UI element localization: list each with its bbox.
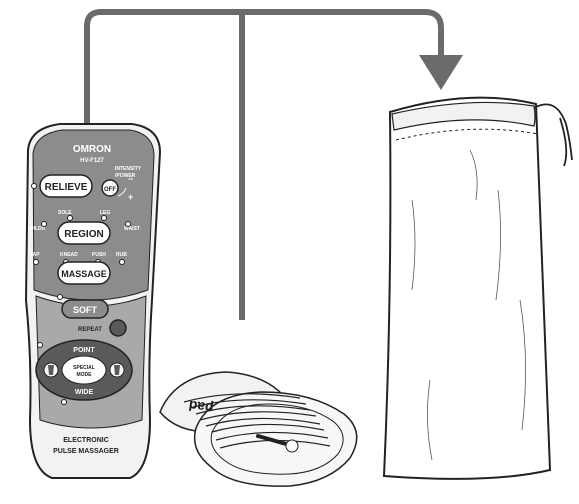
region-indicator-sole — [67, 215, 73, 221]
massager-device: OMRON HV-F127 RELIEVE INTENSITY /POWER O… — [24, 123, 162, 479]
region-indicator-shldr — [41, 221, 47, 227]
relieve-label: RELIEVE — [45, 182, 88, 193]
wide-button[interactable]: WIDE — [75, 389, 94, 396]
storage-flow-arrow — [84, 9, 463, 320]
region-indicator-leg — [101, 215, 107, 221]
arrow-line-from-device — [84, 9, 444, 128]
region-button[interactable] — [57, 221, 111, 245]
arrow-head — [419, 55, 463, 90]
repeat-label: REPEAT — [78, 327, 102, 333]
intensity-label: INTENSITY — [115, 166, 142, 172]
soft-indicator — [57, 294, 63, 300]
massage-label: MASSAGE — [61, 269, 107, 279]
massage-label-tap: TAP — [30, 252, 40, 258]
region-label: REGION — [64, 229, 103, 240]
special-label: SPECIAL — [73, 365, 95, 371]
region-label-sole: SOLE — [58, 210, 72, 216]
wide-indicator — [61, 399, 67, 405]
model-label: HV-F127 — [80, 158, 104, 164]
massage-indicator-rub — [119, 259, 125, 265]
device-footer-line1: ELECTRONIC — [63, 437, 109, 444]
device-footer-line2: PULSE MASSAGER — [53, 448, 119, 455]
pouch-body — [382, 96, 552, 480]
off-label: OFF — [104, 187, 116, 193]
region-label-leg: LEG — [100, 210, 110, 216]
pouch-drawstring-seam — [395, 128, 539, 141]
brand-logo: OMRON — [73, 144, 111, 155]
left-body-icon[interactable] — [43, 362, 59, 378]
right-body-icon[interactable] — [109, 362, 125, 378]
region-label-waist: WAIST — [124, 226, 140, 232]
pad-label: pad — [188, 398, 215, 417]
pouch-folds — [411, 149, 526, 461]
pad-inner — [210, 403, 344, 475]
relieve-button[interactable] — [39, 174, 93, 198]
power-label: /POWER — [115, 173, 136, 179]
region-indicator-waist — [125, 221, 131, 227]
massage-label-push: PUSH — [92, 252, 106, 258]
pad-connector-icon — [256, 434, 299, 453]
device-panel — [32, 129, 155, 301]
point-indicator — [37, 342, 43, 348]
massage-indicator-tap — [33, 259, 39, 265]
drawstring — [533, 103, 573, 167]
massage-label-knead: KNEAD — [60, 252, 78, 258]
intensity-power-dial[interactable] — [101, 179, 119, 197]
soft-button[interactable] — [61, 299, 109, 319]
repeat-button[interactable] — [109, 319, 127, 337]
pouch-opening — [391, 101, 536, 131]
electrode-pads: pad — [159, 371, 358, 487]
storage-pouch — [382, 96, 573, 480]
intensity-arc-icon — [117, 187, 127, 197]
special-mode-center[interactable] — [61, 355, 107, 385]
intensity-minus: − — [128, 174, 133, 184]
mode-label: MODE — [77, 372, 93, 378]
soft-label: SOFT — [73, 305, 98, 315]
relieve-indicator — [31, 183, 37, 189]
massage-button[interactable] — [57, 261, 111, 285]
massage-label-rub: RUB — [116, 252, 127, 258]
point-button[interactable]: POINT — [73, 347, 95, 354]
region-label-shldr: SHLDR — [28, 226, 46, 232]
intensity-plus: + — [128, 192, 133, 202]
